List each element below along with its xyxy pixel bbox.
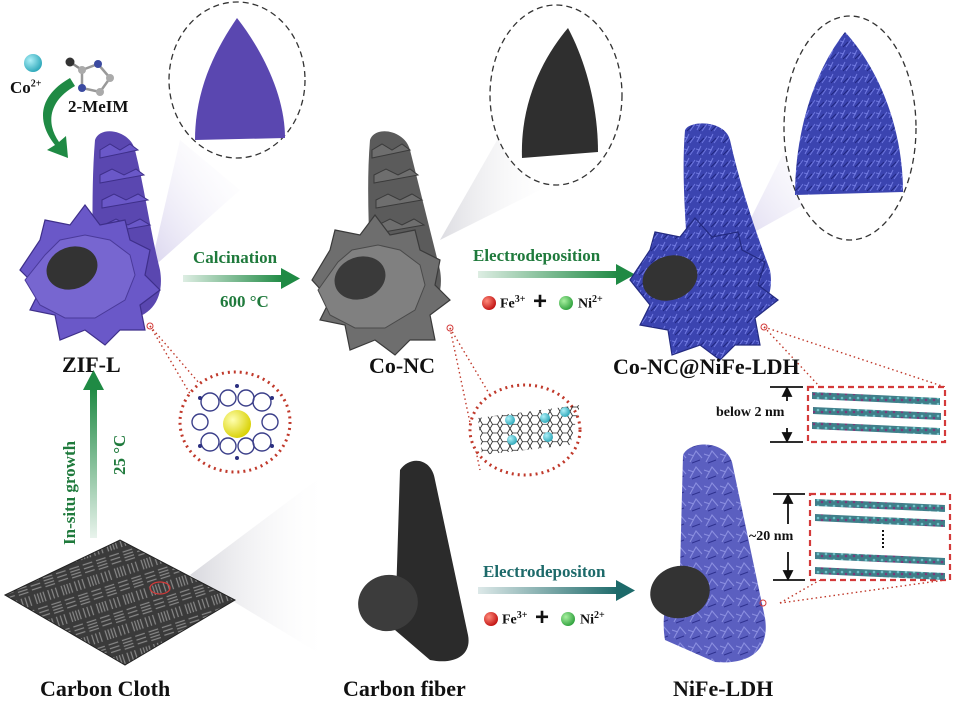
ni-ion-sphere-top [559,296,573,310]
zif-framework-inset [178,370,292,474]
thick-layer-dimension: ~20 nm [749,529,794,544]
zif-leaf-inset [168,1,306,159]
fe-ion-label-bottom: Fe3+ [502,610,528,628]
zif-core-disc [46,246,98,290]
ni-ion-label-bottom: Ni2+ [580,610,605,628]
electrodeposition-bottom-label: Electrodepositon [483,562,606,581]
thin-ldh-layers-inset [806,385,947,444]
curved-green-arrow-icon [43,78,75,158]
thick-dimension-marker [773,492,805,582]
ldh-core-disc [642,255,698,301]
co-nc-core-disc [334,256,386,300]
zif-callout-point [146,322,154,330]
electrodeposition-top-label: Electrodeposition [473,246,601,265]
thin-dimension-marker [770,385,803,444]
fiber-core-disc [650,565,710,619]
plus-sign-bottom: + [535,604,550,631]
in-situ-growth-label: In-situ growth [60,440,79,545]
ni-ion-sphere-bottom [561,612,575,626]
in-situ-temperature: 25 °C [110,434,129,475]
nife-ldh-structure [650,444,767,663]
ni-ion-label-top: Ni2+ [578,294,603,312]
co-nc-nife-ldh-label: Co-NC@NiFe-LDH [613,354,800,379]
co-ion-label: Co2+ [10,78,42,97]
co-nc-callout-point [446,324,454,332]
zif-l-structure [19,131,161,346]
ligand-label: 2-MeIM [68,97,129,116]
co-nc-nife-ldh-structure [629,123,779,361]
zif-l-label: ZIF-L [62,352,121,377]
nife-ldh-label: NiFe-LDH [673,676,774,701]
in-situ-growth-arrow [83,370,104,538]
co-ion-sphere [24,54,42,72]
thick-ldh-layers-inset [808,492,952,582]
electrodeposition-top-arrow [478,264,635,285]
fe-ion-sphere-top [482,296,496,310]
co-nc-leaf-inset [489,4,623,186]
guest-molecule-sphere [223,410,251,438]
ldh-callout-point [760,323,768,331]
carbon-fiber-structure [358,460,469,662]
carbon-cloth-label: Carbon Cloth [40,676,171,701]
co-nc-label: Co-NC [369,353,435,378]
plus-sign-top: + [533,288,548,315]
carbon-fiber-label: Carbon fiber [343,676,466,701]
fe-ion-label-top: Fe3+ [500,294,526,312]
co-nc-structure [311,131,454,356]
2-meim-molecule-icon [65,57,114,96]
fe-ion-sphere-bottom [484,612,498,626]
graphene-co-inset [468,383,582,477]
beam-cloth [190,470,330,660]
beam-zif [150,140,240,270]
electrodeposition-bottom-arrow [478,580,635,601]
carbon-cloth-structure [3,539,237,666]
nife-callout-point [759,599,767,607]
ldh-leaf-inset [783,15,917,241]
callout-lines [149,325,946,604]
calcination-arrow [183,268,300,289]
calcination-temperature: 600 °C [220,292,269,311]
calcination-label: Calcination [193,248,278,267]
thin-layer-dimension: below 2 nm [716,405,785,420]
